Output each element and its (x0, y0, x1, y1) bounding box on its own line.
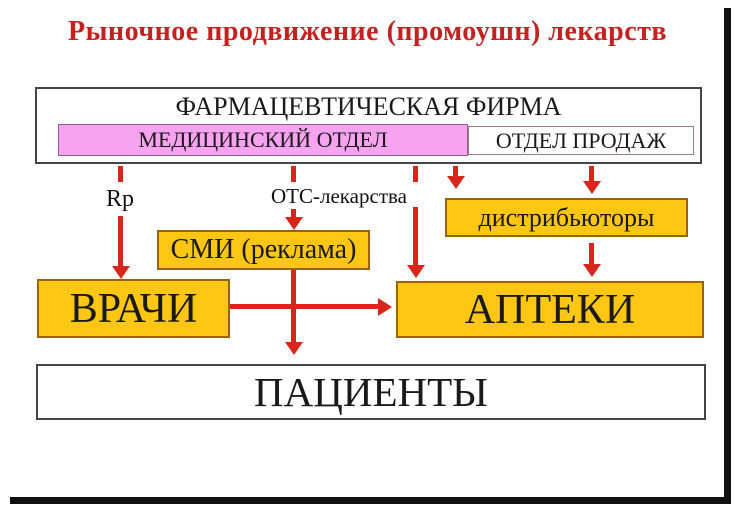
arrow-down-icon (285, 217, 303, 230)
diagram-title: Рыночное продвижение (промоушн) лекарств (67, 16, 668, 47)
edge-medical-media-dash (291, 166, 296, 182)
node-pharma-firm-label: ФАРМАЦЕВТИЧЕСКАЯ ФИРМА (175, 92, 562, 121)
edge-doctors-pharmacies-line (230, 304, 379, 309)
edge-medical-pharmacies-line (413, 207, 418, 267)
node-pharmacies: АПТЕКИ (396, 281, 704, 338)
node-doctors-label: ВРАЧИ (69, 285, 198, 332)
node-medical-dept-label: МЕДИЦИНСКИЙ ОТДЕЛ (138, 127, 388, 152)
edge-medical-doctors-dash (118, 166, 123, 182)
arrow-down-icon (285, 342, 303, 355)
node-distributors-label: дистрибьюторы (478, 202, 655, 232)
node-medical-dept: МЕДИЦИНСКИЙ ОТДЕЛ (58, 124, 468, 156)
edge-label-otc: ОТС-лекарства (271, 184, 407, 208)
edge-label-rp: Rp (106, 186, 135, 212)
edge-medical-doctors-line (118, 216, 123, 268)
arrow-right-icon (378, 298, 392, 316)
edge-medical-media-line (291, 209, 296, 219)
node-patients-label: ПАЦИЕНТЫ (254, 369, 488, 415)
edge-medical-pharmacies-dash (413, 166, 418, 182)
node-pharmacies-label: АПТЕКИ (464, 286, 636, 333)
node-distributors: дистрибьюторы (445, 198, 688, 237)
node-media-label: СМИ (реклама) (170, 234, 357, 265)
arrow-down-icon (583, 264, 601, 277)
edge-distributors-pharmacies-line (589, 243, 594, 266)
node-doctors: ВРАЧИ (37, 279, 230, 338)
arrow-down-icon (112, 266, 130, 279)
node-sales-dept-label: ОТДЕЛ ПРОДАЖ (495, 127, 667, 153)
edge-sales-distributors-line (589, 166, 594, 183)
edge-firm-distributors-line (453, 166, 458, 178)
node-sales-dept: ОТДЕЛ ПРОДАЖ (468, 126, 694, 155)
node-media: СМИ (реклама) (157, 230, 370, 270)
arrow-down-icon (407, 265, 425, 278)
arrow-down-icon (583, 181, 601, 194)
node-patients: ПАЦИЕНТЫ (36, 364, 706, 420)
arrow-down-icon (447, 176, 465, 189)
